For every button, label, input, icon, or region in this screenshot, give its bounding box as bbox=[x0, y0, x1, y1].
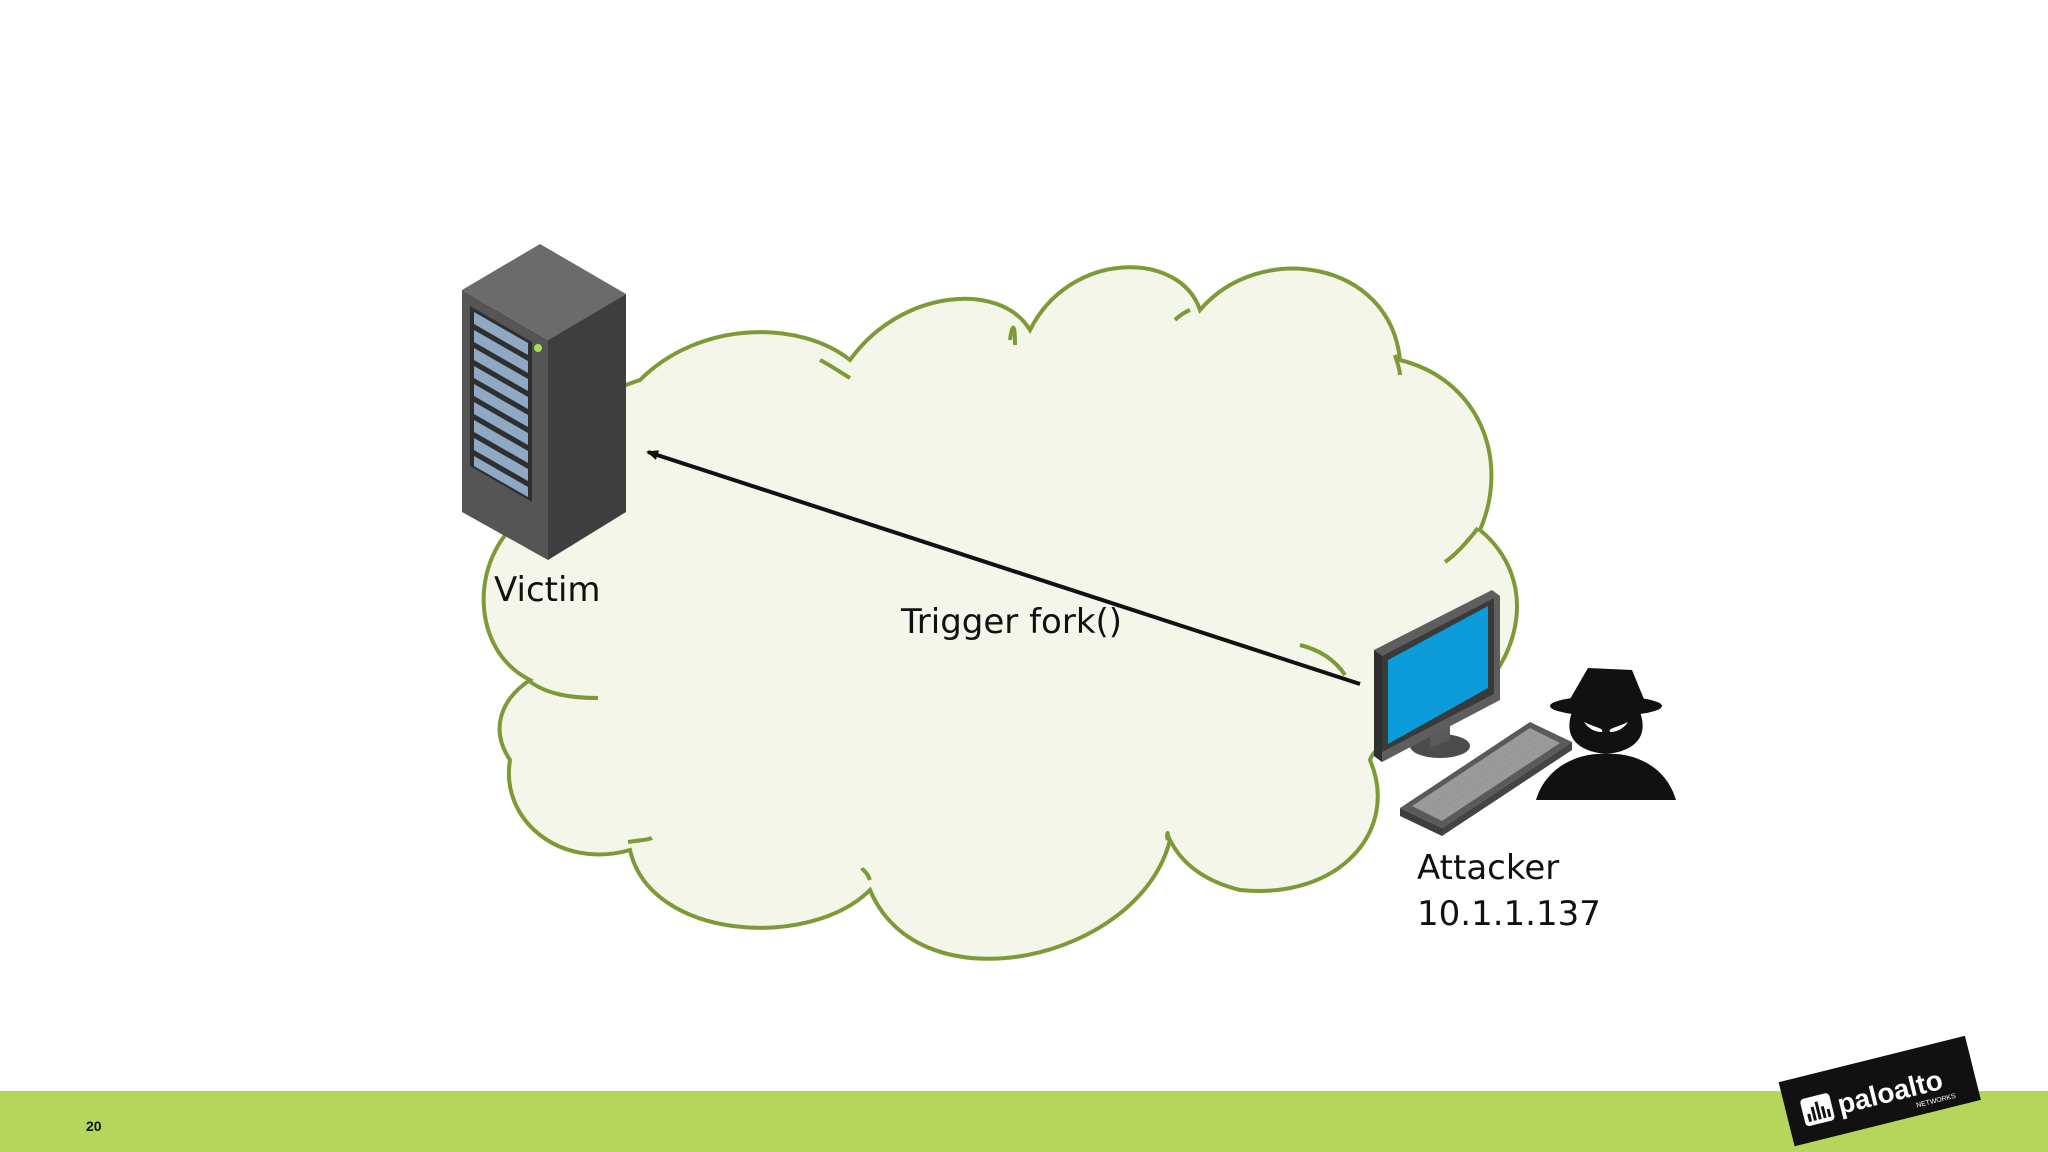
cloud-icon bbox=[481, 265, 1519, 961]
server-tower-icon bbox=[462, 244, 626, 560]
paloalto-logo: paloalto NETWORKS bbox=[1778, 1036, 1981, 1147]
edge-label: Trigger fork() bbox=[901, 602, 1123, 642]
workstation-icon bbox=[1374, 590, 1572, 836]
footer-bar bbox=[0, 1091, 2048, 1152]
hooded-spy-icon bbox=[1536, 668, 1676, 800]
edge-arrow-attacker-to-victim bbox=[646, 450, 1361, 686]
attacker-ip-label: 10.1.1.137 bbox=[1417, 894, 1601, 934]
attacker-label: Attacker bbox=[1417, 848, 1560, 888]
victim-label: Victim bbox=[494, 570, 601, 610]
page-number: 20 bbox=[86, 1118, 102, 1134]
